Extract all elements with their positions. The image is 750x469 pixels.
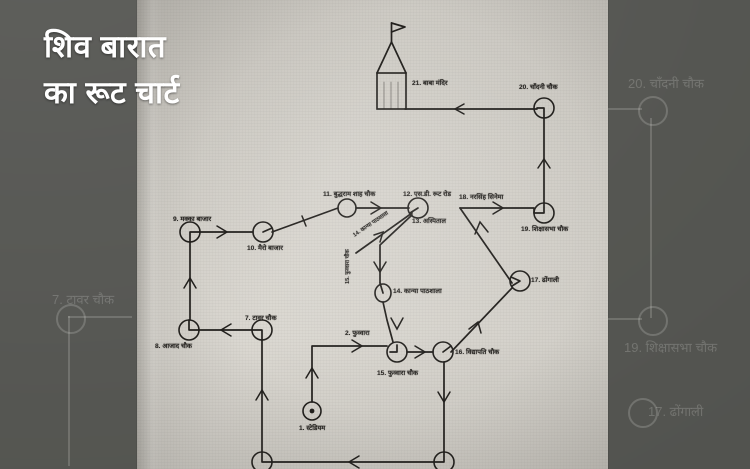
label-node-21: 21. बाबा मंदिर [412, 78, 448, 87]
edge-1-to-2 [305, 339, 388, 403]
edge-19-to-20 [537, 117, 551, 204]
edge-20-to-21 [404, 103, 538, 115]
edge-6-to-7 [183, 241, 197, 321]
label-node-11: 13. अस्पिताल [412, 218, 458, 226]
label-node-7: 9. मक्का बाजार [173, 214, 211, 223]
label-node-17: 17. ढोंगाली [531, 275, 559, 284]
label-node-16: 16. विद्यापति चौक [455, 347, 499, 356]
label-node-14: 14. कान्या पाठशाला [393, 286, 442, 295]
edge-17-to-19 [459, 207, 513, 284]
label-node-20: 20. चाँदनी चौक [519, 82, 558, 91]
temple-icon-21 [376, 22, 407, 110]
paper-texture [137, 0, 608, 469]
label-node-1: 1. स्टेडियम [299, 423, 325, 432]
ghost-edge-20-21 [600, 108, 642, 110]
page-title: शिव बारात का रूट चार्ट [44, 24, 464, 116]
ghost-edge-left-v [68, 316, 70, 466]
label-node-8: 10. मैरो बाजार [247, 243, 283, 252]
edge-12-sd-route-road [355, 212, 413, 254]
edge-16-down-to-bottom-right [437, 361, 451, 453]
title-line-2: का रूट चार्ट [44, 75, 180, 110]
node-17-dhongali [509, 270, 531, 292]
edge-14-to-15 [382, 301, 394, 343]
photo-vignette [137, 0, 608, 469]
edge-5-to-bottom-left [255, 339, 269, 453]
paper-fold-shadow [137, 0, 163, 469]
title-line-1: शिव बारात [44, 29, 167, 64]
label-node-6: 8. आजाद चौक [155, 341, 192, 350]
label-node-15: 15. फुव्वारा चौक [377, 368, 418, 377]
label-node-18: 18. नरसिंह सिनेमा [459, 192, 503, 201]
fuwwara-chowk-arrow-mark [390, 317, 404, 331]
ghost-node-left [56, 304, 86, 334]
ghost-node-19 [638, 306, 668, 336]
label-node-10: 12. एस.डी. रूट रोड [403, 189, 451, 198]
edge-16-to-17 [450, 287, 513, 353]
route-diagram: .ink{stroke:#211f1c;stroke-width:1.7;fil… [178, 22, 555, 469]
ghost-edge-18-19 [608, 318, 642, 320]
chart-photo: .ink{stroke:#211f1c;stroke-width:1.7;fil… [137, 0, 608, 469]
edge-8-to-9 [271, 207, 339, 233]
edge-11-to-14 [373, 214, 413, 284]
edge-15-to-16 [406, 345, 434, 359]
label-node-5: 7. टावर चौक [245, 313, 277, 322]
node-15-fuwwara-chowk [386, 341, 408, 363]
ghost-edge-left-h [68, 316, 132, 318]
label-node-19: 19. शिक्षासभा चौक [521, 224, 568, 233]
edge-18-narsingh-cinema [459, 201, 535, 215]
label-node-2: 2. फुव्वारा [345, 328, 370, 337]
edge-7-to-8 [199, 225, 254, 239]
edge-9-to-10 [355, 201, 410, 215]
ghost-edge-19-20 [650, 118, 652, 318]
ghost-node-20 [638, 96, 668, 126]
edge-bottom-horizontal [271, 455, 435, 469]
label-node-9: 11. बुद्धराम शाह चौक [323, 189, 375, 198]
edge-5-to-6 [198, 323, 253, 337]
ghost-node-17 [628, 398, 658, 428]
